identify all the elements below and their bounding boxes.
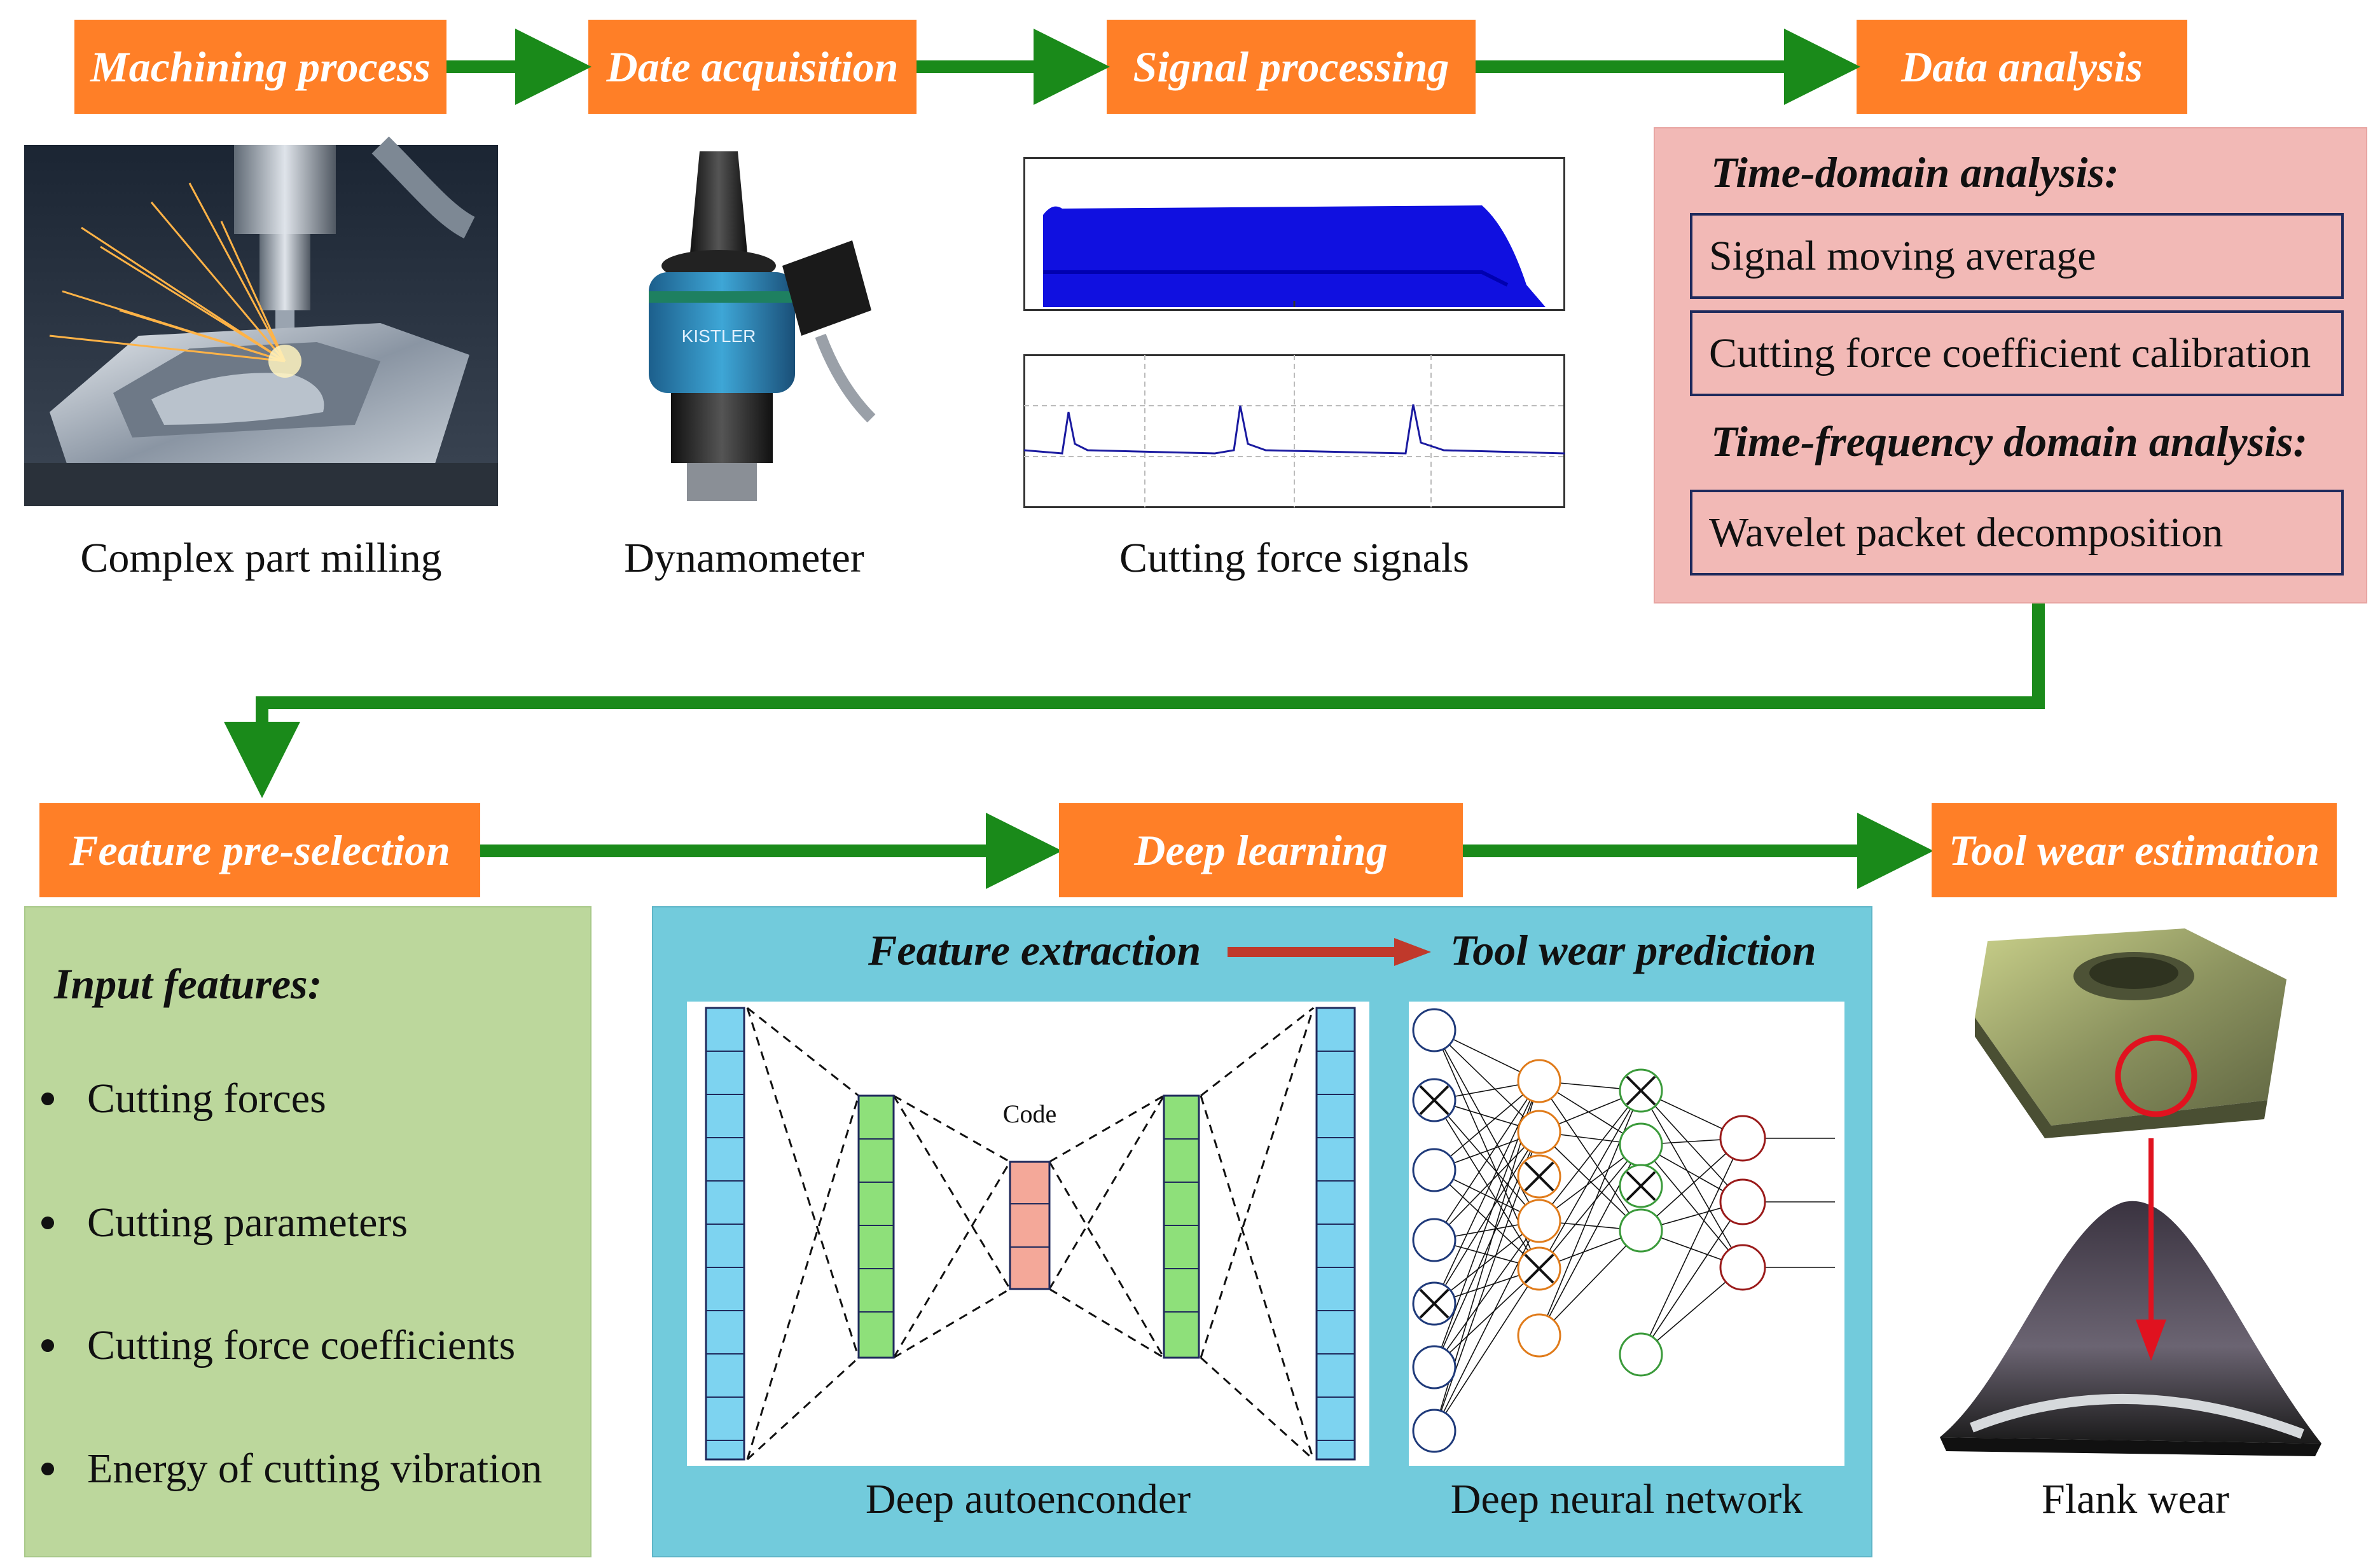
stage-feature-preselection: Feature pre-selection xyxy=(39,803,480,897)
bullet-icon xyxy=(41,1463,54,1475)
autoencoder-diagram: Code xyxy=(687,1002,1369,1466)
cutting-force-signal-plot-2 xyxy=(1023,354,1565,508)
wavelet-packet-decomposition-box: Wavelet packet decomposition xyxy=(1690,490,2344,576)
caption-flank-wear: Flank wear xyxy=(2041,1476,2230,1522)
deep-neural-network-diagram xyxy=(1409,1002,1844,1466)
feature-item: Energy of cutting vibration xyxy=(41,1445,542,1493)
caption-deep-autoencoder: Deep autoenconder xyxy=(865,1476,1191,1522)
stage-signal-processing: Signal processing xyxy=(1107,20,1476,114)
feature-label: Cutting parameters xyxy=(87,1199,408,1246)
caption-deep-neural-network: Deep neural network xyxy=(1450,1476,1803,1522)
feature-item: Cutting parameters xyxy=(41,1199,408,1247)
analysis-panel xyxy=(1654,127,2367,603)
feature-label: Energy of cutting vibration xyxy=(87,1445,543,1492)
cutting-force-coefficient-calibration-box: Cutting force coefficient calibration xyxy=(1690,310,2344,396)
caption-cutting-force-signals: Cutting force signals xyxy=(1119,535,1469,581)
bullet-icon xyxy=(41,1093,54,1105)
cutting-force-signal-plot-1 xyxy=(1023,157,1565,311)
bullet-icon xyxy=(41,1339,54,1352)
feature-item: Cutting forces xyxy=(41,1075,326,1123)
bullet-icon xyxy=(41,1217,54,1229)
code-label: Code xyxy=(1003,1100,1056,1128)
caption-dynamometer: Dynamometer xyxy=(624,535,864,581)
extraction-to-prediction-arrow xyxy=(1228,938,1431,966)
stage-tool-wear-estimation: Tool wear estimation xyxy=(1932,803,2337,897)
feature-label: Cutting forces xyxy=(87,1075,326,1122)
kistler-logo: KISTLER xyxy=(682,326,756,346)
time-domain-heading: Time-domain analysis: xyxy=(1711,148,2119,196)
stage-data-acquisition: Date acquisition xyxy=(588,20,917,114)
milling-image xyxy=(24,136,498,506)
input-features-heading: Input features: xyxy=(54,960,322,1008)
arrow-analysis-to-preselection xyxy=(224,601,2045,798)
stage-deep-learning: Deep learning xyxy=(1059,803,1463,897)
stage-machining-process: Machining process xyxy=(74,20,446,114)
tool-wear-prediction-heading: Tool wear prediction xyxy=(1450,926,1816,974)
flank-wear-closeup-image xyxy=(1940,1138,2321,1456)
features-panel xyxy=(24,906,592,1557)
time-frequency-heading: Time-frequency domain analysis: xyxy=(1711,417,2308,465)
signal-moving-average-box: Signal moving average xyxy=(1690,213,2344,299)
feature-extraction-heading: Feature extraction xyxy=(868,926,1201,974)
caption-complex-part-milling: Complex part milling xyxy=(80,535,442,581)
feature-item: Cutting force coefficients xyxy=(41,1321,515,1370)
feature-label: Cutting force coefficients xyxy=(87,1322,516,1369)
dynamometer-image: KISTLER xyxy=(649,151,876,501)
tool-insert-image xyxy=(1975,928,2287,1138)
stage-data-analysis: Data analysis xyxy=(1857,20,2187,114)
